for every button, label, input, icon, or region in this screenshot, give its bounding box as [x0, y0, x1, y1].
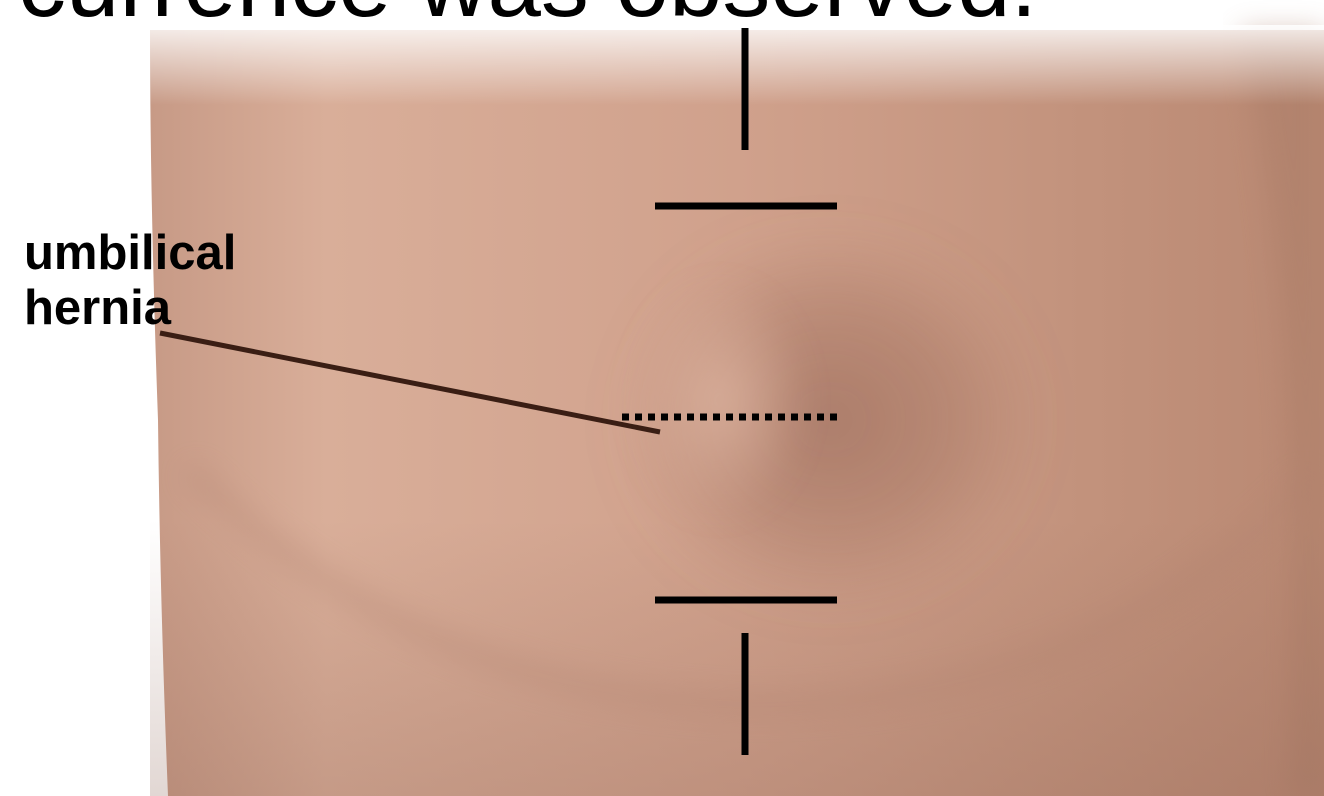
hernia-bulge-highlight — [630, 280, 810, 520]
hernia-label: umbilical hernia — [24, 226, 236, 336]
torso-top-fade — [140, 25, 1324, 105]
hernia-label-line2: hernia — [24, 281, 236, 336]
hernia-label-line1: umbilical — [24, 226, 236, 281]
